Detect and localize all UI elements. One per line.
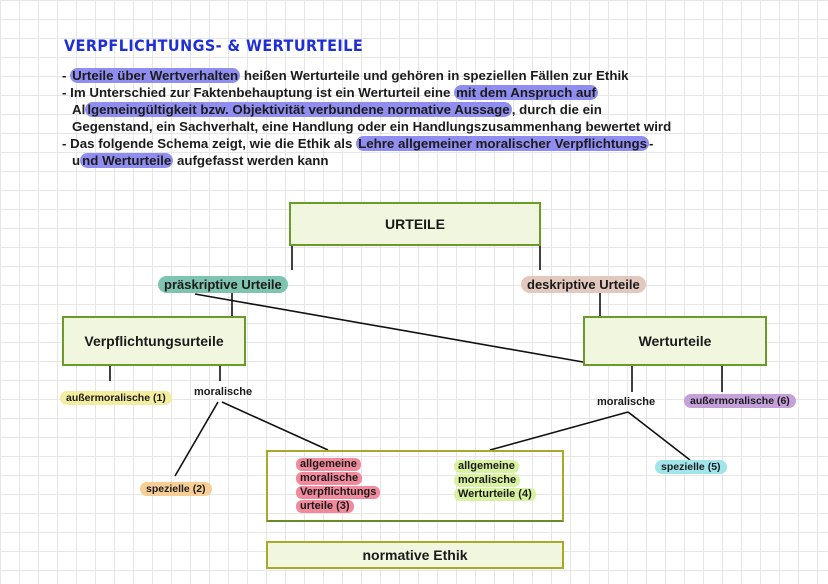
werturteile-box: Werturteile [583,316,767,366]
normative-ethik-box: normative Ethik [266,541,564,569]
page-title: Verpflichtungs- & Werturteile [64,36,364,55]
spezielle-5-label: spezielle (5) [655,460,727,474]
highlight: mit dem Anspruch auf [454,85,598,100]
aussermoralische-1-label: außermoralische (1) [60,391,172,405]
bullet-3: - Das folgende Schema zeigt, wie die Eth… [62,136,654,151]
praeskriptive-urteile-label: präskriptive Urteile [158,276,288,293]
spezielle-2-label: spezielle (2) [140,482,212,496]
moralische-left-label: moralische [194,386,253,398]
highlight: Lehre allgemeiner moralischer Verpflicht… [356,136,650,151]
bullet-2: - Im Unterschied zur Faktenbehauptung is… [62,85,598,100]
urteile-box: URTEILE [289,202,541,246]
highlight: lgemeingültigkeit bzw. Objektivität verb… [85,102,512,117]
highlight: Urteile über Wertverhalten [70,68,241,83]
allgemeine-verpflichtungsurteile-3: allgemeine moralische Verpflichtungs urt… [296,458,381,514]
allgemeine-werturteile-4: allgemeine moralische Werturteile (4) [454,460,536,502]
highlight: nd Werturteile [80,153,174,168]
allgemeine-urteile-box: allgemeine moralische Verpflichtungs urt… [266,450,564,522]
bullet-1: - Urteile über Wertverhalten heißen Wert… [62,68,629,83]
verpflichtungsurteile-box: Verpflichtungsurteile [62,316,246,366]
intro-text: - Urteile über Wertverhalten heißen Wert… [62,67,822,169]
moralische-right-label: moralische [597,396,656,408]
deskriptive-urteile-label: deskriptive Urteile [521,276,646,293]
aussermoralische-6-label: außermoralische (6) [684,394,796,408]
bullet-2-cont: Gegenstand, ein Sachverhalt, eine Handlu… [72,119,672,134]
